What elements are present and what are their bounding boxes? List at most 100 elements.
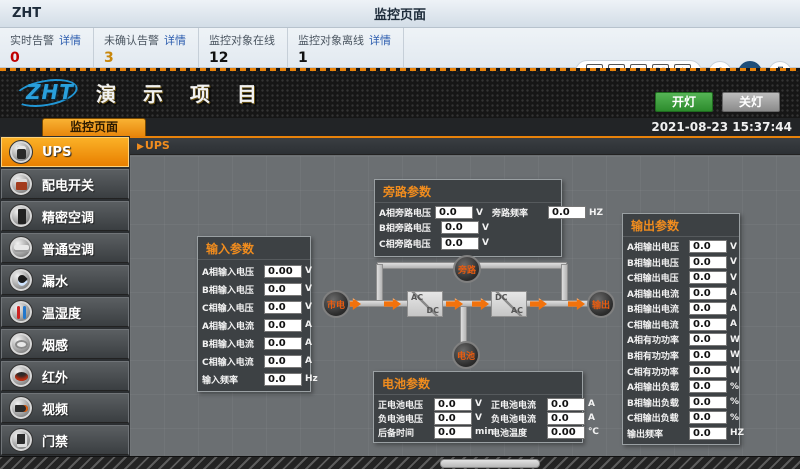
light-off-button[interactable]: 关灯 <box>722 92 780 112</box>
tab-bar: 监控页面 2021-08-23 15:37:44 <box>0 118 800 136</box>
param-unit: V <box>305 302 312 312</box>
param-unit: V <box>730 272 737 283</box>
stat-label-text: 实时告警 <box>10 34 54 47</box>
sidebar-item-label: 配电开关 <box>42 178 95 194</box>
param-label: A相输出负载 <box>627 383 679 394</box>
sidebar-item-9[interactable]: 门禁 <box>1 425 129 455</box>
param-label: 输出频率 <box>627 429 664 440</box>
stat-value: 3 <box>104 50 114 66</box>
section-marker-icon: ▶ <box>137 142 144 152</box>
light-on-button[interactable]: 开灯 <box>655 92 713 112</box>
bypass-node: 旁路 <box>453 255 481 283</box>
sidebar-item-8[interactable]: 视频 <box>1 393 129 423</box>
sidebar-item-label: 精密空调 <box>42 210 95 226</box>
param-label: B相输入电压 <box>202 285 254 296</box>
stat-label: 未确认告警详情 <box>104 32 186 48</box>
param-unit: A <box>730 303 737 314</box>
page-title: 监控页面 <box>373 8 426 23</box>
sidebar-item-7[interactable]: 红外 <box>1 361 129 391</box>
stat-detail-link[interactable]: 详情 <box>164 34 186 47</box>
param-unit: A <box>588 413 595 423</box>
tab-monitoring-page[interactable]: 监控页面 <box>42 118 146 136</box>
sidebar-item-0[interactable]: UPS <box>1 137 129 167</box>
icon-glyph <box>16 179 27 190</box>
icon-glyph <box>17 434 27 447</box>
section-header: ▶UPS <box>130 138 800 155</box>
bypass-pipe-left <box>376 264 383 304</box>
project-title: 演 示 项 目 <box>96 82 267 106</box>
param-value-box: 0.0 <box>689 411 727 425</box>
sidebar-item-1[interactable]: 配电开关 <box>1 169 129 199</box>
param-label: 后备时间 <box>378 428 415 439</box>
bypass-pipe-right <box>561 264 568 304</box>
sidebar-item-label: UPS <box>42 144 72 160</box>
param-value-box: 0.0 <box>264 282 302 296</box>
param-label: A相输入电流 <box>202 321 254 332</box>
param-label: B相有功功率 <box>627 351 679 362</box>
param-value-box: 0.0 <box>264 300 302 314</box>
param-value-box: 0.0 <box>689 395 727 409</box>
stat-value: 0 <box>10 50 20 66</box>
param-unit: ℃ <box>588 427 599 437</box>
param-value-box: 0.0 <box>689 317 727 331</box>
param-unit: V <box>305 284 312 294</box>
stat-label: 监控对象离线详情 <box>298 32 391 48</box>
stat-detail-link[interactable]: 详情 <box>369 34 391 47</box>
param-label: B相输出电压 <box>627 258 679 269</box>
param-unit: V <box>482 238 489 249</box>
icon-glyph <box>14 245 29 252</box>
param-value-box: 0.0 <box>689 426 727 440</box>
param-value-box: 0.0 <box>264 318 302 332</box>
param-unit: W <box>730 366 740 377</box>
param-value-box: 0.0 <box>441 221 479 235</box>
sidebar-item-label: 门禁 <box>42 434 69 450</box>
logo-text: ZHT <box>26 80 74 104</box>
stat-detail-link[interactable]: 详情 <box>59 34 81 47</box>
horizontal-scrollbar[interactable] <box>440 459 540 468</box>
sidebar-item-2[interactable]: 精密空调 <box>1 201 129 231</box>
param-label: C相旁路电压 <box>379 239 431 250</box>
param-unit: V <box>305 266 312 276</box>
battery-node: 电池 <box>452 341 480 369</box>
param-label: C相有功功率 <box>627 367 679 378</box>
sidebar-item-4[interactable]: 漏水 <box>1 265 129 295</box>
icon-glyph <box>15 405 28 412</box>
param-value-box: 0.0 <box>689 380 727 394</box>
converter-divider <box>408 292 442 316</box>
sidebar-item-3[interactable]: 普通空调 <box>1 233 129 263</box>
output-node: 输出 <box>587 290 615 318</box>
sidebar-item-label: 烟感 <box>42 338 69 354</box>
param-label: 输入频率 <box>202 375 239 386</box>
param-value-box: 0.0 <box>434 397 472 411</box>
param-unit: HZ <box>730 428 745 439</box>
sidebar-item-6[interactable]: 烟感 <box>1 329 129 359</box>
param-unit: V <box>476 207 483 218</box>
param-label: A相输出电压 <box>627 243 679 254</box>
param-unit: V <box>730 257 737 268</box>
param-unit: V <box>475 413 482 423</box>
sidebar-item-5[interactable]: 温湿度 <box>1 297 129 327</box>
stat-label: 实时告警详情 <box>10 32 81 48</box>
stat-label-text: 监控对象在线 <box>209 34 275 47</box>
